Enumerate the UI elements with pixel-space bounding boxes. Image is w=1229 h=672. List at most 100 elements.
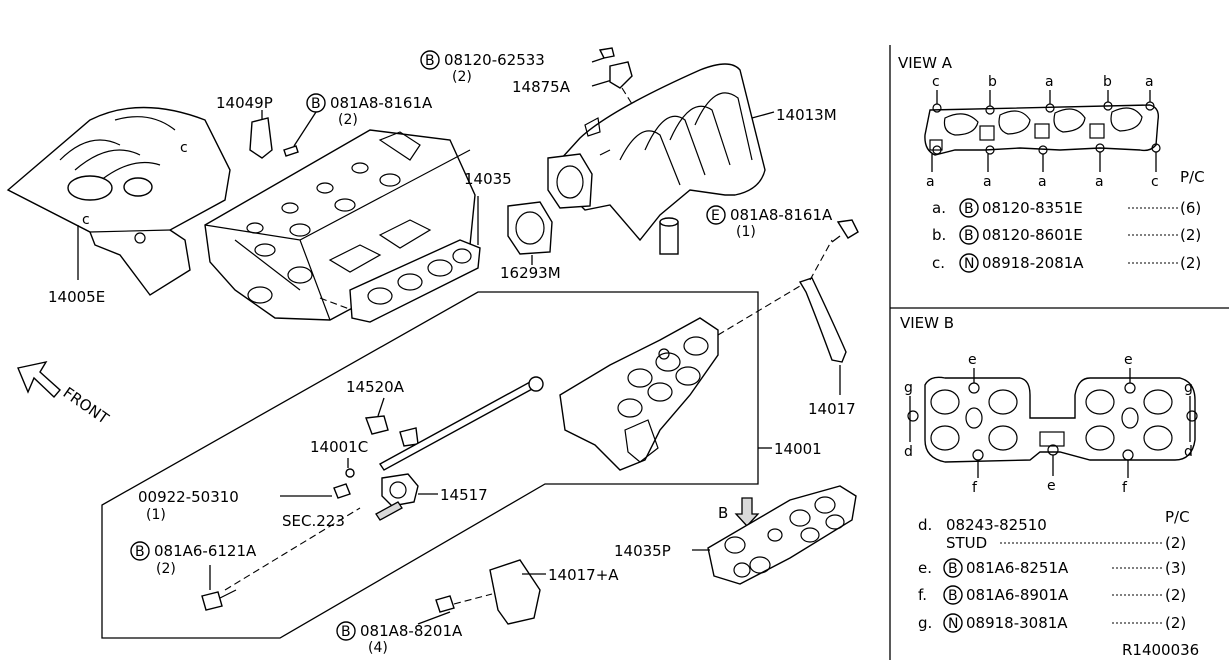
view-a-legend-row: b. B 08120-8601E (2) — [932, 225, 1201, 245]
engine-cover-part: c c — [6, 106, 231, 296]
callout-qty: (4) — [368, 640, 388, 656]
view-b-pc-header: P/C — [1165, 508, 1190, 526]
gasket-14035p-part — [707, 485, 857, 585]
stay-14017-part — [798, 277, 847, 363]
intake-manifold-14001-part — [559, 317, 719, 471]
callout-qty: (1) — [736, 224, 756, 240]
cover-mark: c — [82, 212, 90, 228]
gasket-14035-part — [349, 239, 481, 323]
callout-14005e: 14005E — [48, 288, 105, 306]
callout-14875a: 14875A — [512, 78, 571, 96]
view-a-letter: a — [926, 174, 935, 190]
svg-text:STUD: STUD — [946, 534, 987, 552]
view-b: VIEW B e e g g d d f e f P/C d. 08243-8 — [900, 314, 1198, 633]
view-b-letter: e — [1047, 478, 1056, 494]
view-a-letter: a — [1038, 174, 1047, 190]
view-a-letter: b — [988, 74, 997, 90]
view-a-letter: c — [932, 74, 940, 90]
svg-text:B: B — [964, 201, 974, 217]
bolt-14520a-part — [365, 415, 419, 447]
sub-assembly-frame — [101, 291, 759, 639]
intake-manifold-14013m-part — [559, 63, 766, 242]
view-b-arrow-label: B — [718, 504, 728, 522]
view-a-title: VIEW A — [898, 54, 953, 72]
svg-text:081A6-8251A: 081A6-8251A — [966, 559, 1069, 577]
bolt-prefix-b: B — [135, 544, 145, 560]
cylinder-head-part — [204, 129, 476, 321]
callout-00922-50310: 00922-50310 — [138, 488, 239, 506]
bolt-prefix-b: B — [311, 96, 321, 112]
view-b-title: VIEW B — [900, 314, 954, 332]
bracket-14049p — [249, 117, 299, 159]
callout-08120-62533: 08120-62533 — [444, 51, 545, 69]
view-a-pc-header: P/C — [1180, 168, 1205, 186]
bolt-prefix-b: B — [341, 624, 351, 640]
view-a-letter: b — [1103, 74, 1112, 90]
view-a-letter: c — [1151, 174, 1159, 190]
view-a-legend-row: c. N 08918-2081A (2) — [932, 253, 1201, 273]
svg-text:(6): (6) — [1180, 199, 1201, 217]
svg-text:B: B — [948, 588, 958, 604]
svg-text:08120-8601E: 08120-8601E — [982, 226, 1083, 244]
view-b-letter: f — [972, 480, 978, 496]
svg-text:08918-3081A: 08918-3081A — [966, 614, 1068, 632]
view-b-letter: f — [1122, 480, 1128, 496]
svg-text:08243-82510: 08243-82510 — [946, 516, 1047, 534]
sleeve-part — [659, 217, 679, 255]
bolt-081a8-8201a-part — [435, 593, 493, 613]
bracket-14875a-part — [598, 47, 633, 89]
svg-text:B: B — [948, 561, 958, 577]
tube-part — [378, 376, 544, 471]
view-a-letter: a — [1145, 74, 1154, 90]
callout-14049p: 14049P — [216, 94, 273, 112]
view-a-letter: a — [1045, 74, 1054, 90]
view-b-legend-row: f. B 081A6-8901A (2) — [918, 585, 1186, 605]
svg-text:(2): (2) — [1180, 254, 1201, 272]
view-a-letter: a — [1095, 174, 1104, 190]
view-a-letter: a — [983, 174, 992, 190]
view-a-gasket — [924, 104, 1160, 156]
callout-qty: (2) — [338, 112, 358, 128]
callout-14017a: 14017+A — [548, 566, 619, 584]
callout-14517: 14517 — [440, 486, 488, 504]
callout-qty: (2) — [452, 69, 472, 85]
view-a-ports — [929, 107, 1143, 151]
callout-qty: (2) — [156, 561, 176, 577]
view-b-legend-row-d: d. 08243-82510 STUD (2) — [918, 516, 1186, 552]
bracket-14017a-part — [489, 559, 541, 625]
view-b-letter: d — [904, 444, 913, 460]
view-b-letter: g — [1184, 380, 1193, 396]
bolt-prefix-b: B — [425, 53, 435, 69]
view-a-legend-row: a. B 08120-8351E (6) — [932, 198, 1201, 218]
view-b-letter: e — [968, 352, 977, 368]
callout-14013m: 14013M — [776, 106, 837, 124]
front-label: FRONT — [60, 384, 113, 429]
view-b-letter: e — [1124, 352, 1133, 368]
svg-text:B: B — [964, 228, 974, 244]
bolt-081a6-6121a-part — [201, 589, 237, 611]
callout-14035p: 14035P — [614, 542, 671, 560]
svg-text:(2): (2) — [1165, 614, 1186, 632]
callout-081a8-8161a-top: 081A8-8161A — [330, 94, 433, 112]
callout-081a8-8201a: 081A8-8201A — [360, 622, 463, 640]
view-b-letter: g — [904, 380, 913, 396]
view-b-legend-row: e. B 081A6-8251A (3) — [918, 558, 1186, 578]
sec223-arrow-icon — [375, 501, 403, 521]
svg-text:N: N — [948, 616, 958, 632]
callout-qty: (1) — [146, 507, 166, 523]
svg-text:c.: c. — [932, 254, 945, 272]
svg-text:(2): (2) — [1180, 226, 1201, 244]
view-a-top-letters: c b a b a — [932, 74, 1154, 106]
front-arrow-icon — [17, 360, 61, 399]
callout-16293m: 16293M — [500, 264, 561, 282]
callout-14017: 14017 — [808, 400, 856, 418]
view-a: VIEW A c b a b a a a a — [898, 54, 1205, 273]
svg-text:(2): (2) — [1165, 534, 1186, 552]
view-a-bottom-letters: a a a a c — [926, 152, 1159, 190]
view-panel-frame — [889, 45, 1229, 660]
valve-14517-part — [381, 473, 419, 507]
svg-text:b.: b. — [932, 226, 946, 244]
cover-mark: c — [180, 140, 188, 156]
